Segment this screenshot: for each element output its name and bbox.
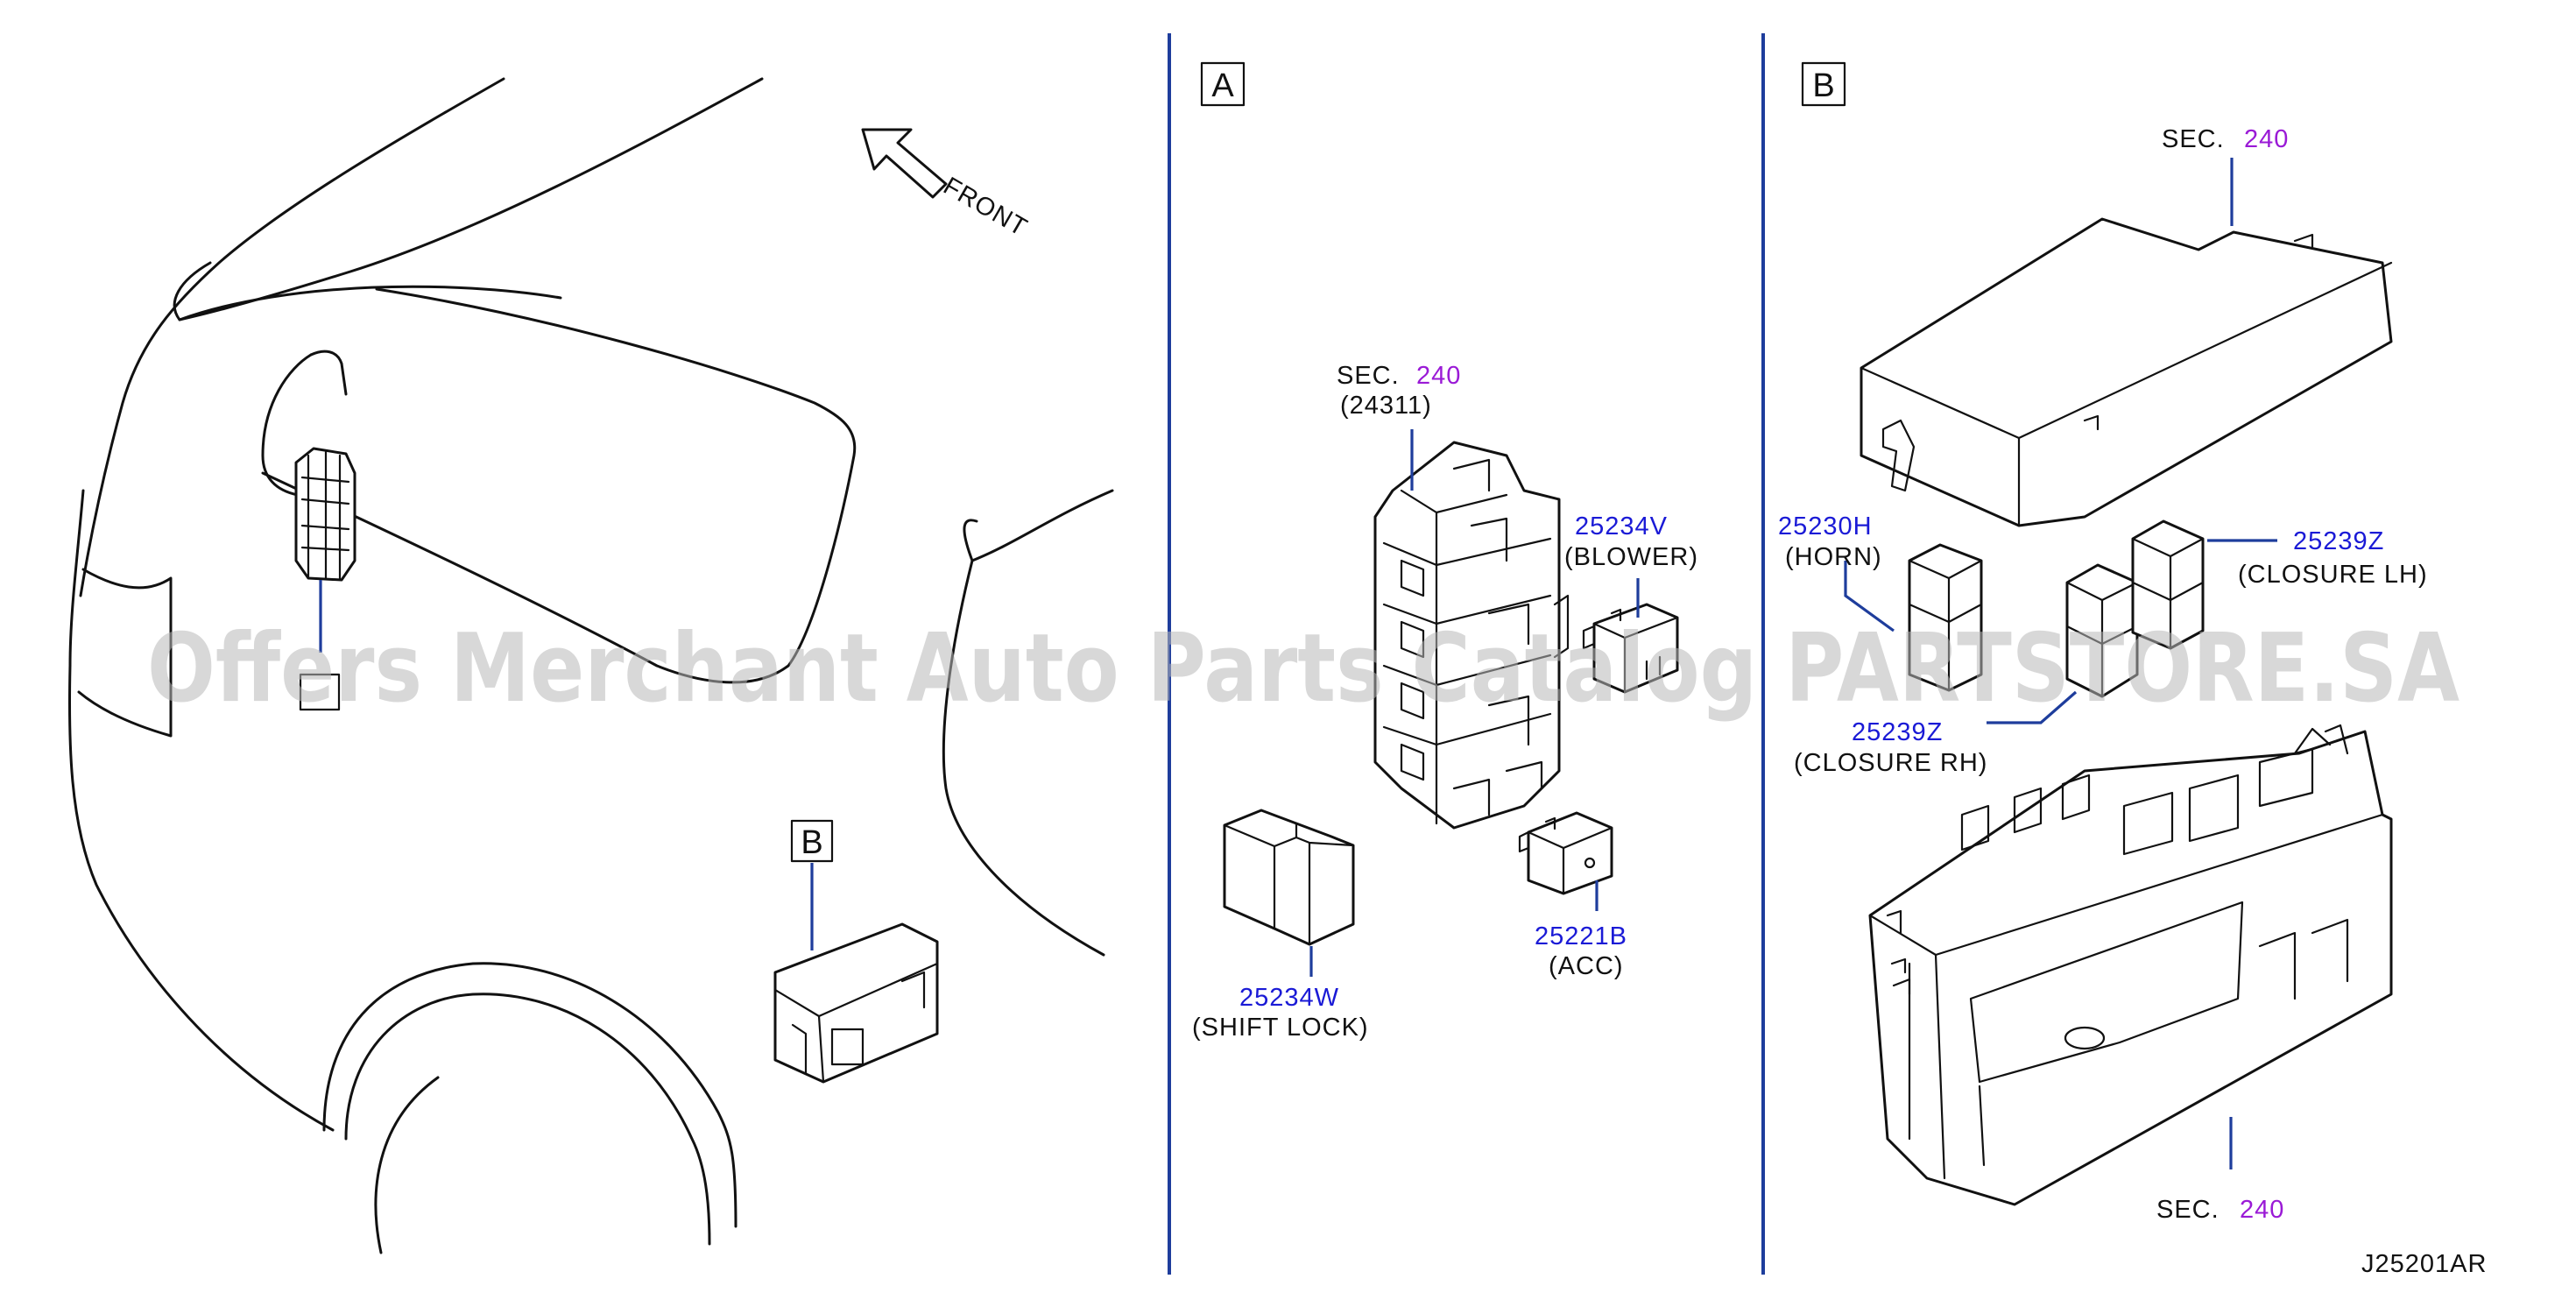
closure-rh-part-number: 25239Z: [1852, 718, 1943, 746]
acc-part-number: 25221B: [1535, 922, 1627, 950]
blower-description: (BLOWER): [1564, 543, 1698, 571]
horn-description: (HORN): [1785, 543, 1882, 571]
section-a-label: A: [1211, 67, 1234, 104]
section-b-label: B: [1812, 67, 1834, 104]
closure-lh-relay-drawing: [2131, 519, 2205, 650]
acc-description: (ACC): [1549, 952, 1624, 980]
watermark: Offers Merchant Auto Parts Catalog PARTS…: [147, 614, 2460, 724]
fuse-block-part-code: (24311): [1340, 392, 1432, 420]
fuse-block-in-car-icon: [294, 447, 356, 711]
horn-leader: [1844, 561, 1895, 632]
shift-lock-part-number: 25234W: [1239, 984, 1339, 1012]
closure-lh-part-number: 25239Z: [2293, 527, 2384, 555]
section-a-marker: A: [1200, 61, 1246, 107]
closure-rh-leader: [1987, 690, 2078, 724]
car-outline: [67, 77, 1114, 1254]
cover-sec-prefix: SEC.: [2162, 125, 2225, 153]
shift-lock-description: (SHIFT LOCK): [1192, 1014, 1369, 1042]
section-b-marker: B: [1801, 61, 1846, 107]
horn-part-number: 25230H: [1778, 512, 1873, 540]
car-b-label: B: [801, 824, 822, 861]
base-sec-number: 240: [2240, 1196, 2284, 1224]
fuse-box-base-drawing: [1868, 724, 2393, 1206]
closure-rh-relay-drawing: [2065, 563, 2139, 698]
fuse-block-sec-prefix: SEC.: [1337, 362, 1400, 390]
base-sec-prefix: SEC.: [2156, 1196, 2220, 1224]
fuse-block-sec-number: 240: [1416, 362, 1461, 390]
acc-relay-drawing: [1518, 811, 1613, 895]
front-arrow-icon: [861, 128, 948, 199]
shift-lock-relay-drawing: [1223, 809, 1355, 946]
front-label: FRONT: [939, 172, 1033, 242]
closure-lh-description: (CLOSURE LH): [2238, 561, 2428, 589]
blower-part-number: 25234V: [1575, 512, 1668, 540]
diagram-code: J25201AR: [2361, 1250, 2487, 1278]
blower-relay-drawing: [1582, 603, 1679, 694]
fuse-block-drawing: [1373, 441, 1570, 830]
fuse-box-b-in-car-icon: [773, 819, 939, 1084]
closure-rh-description: (CLOSURE RH): [1794, 749, 1987, 777]
cover-sec-number: 240: [2244, 125, 2289, 153]
fuse-box-cover-drawing: [1860, 217, 2393, 527]
horn-relay-drawing: [1908, 543, 1983, 692]
